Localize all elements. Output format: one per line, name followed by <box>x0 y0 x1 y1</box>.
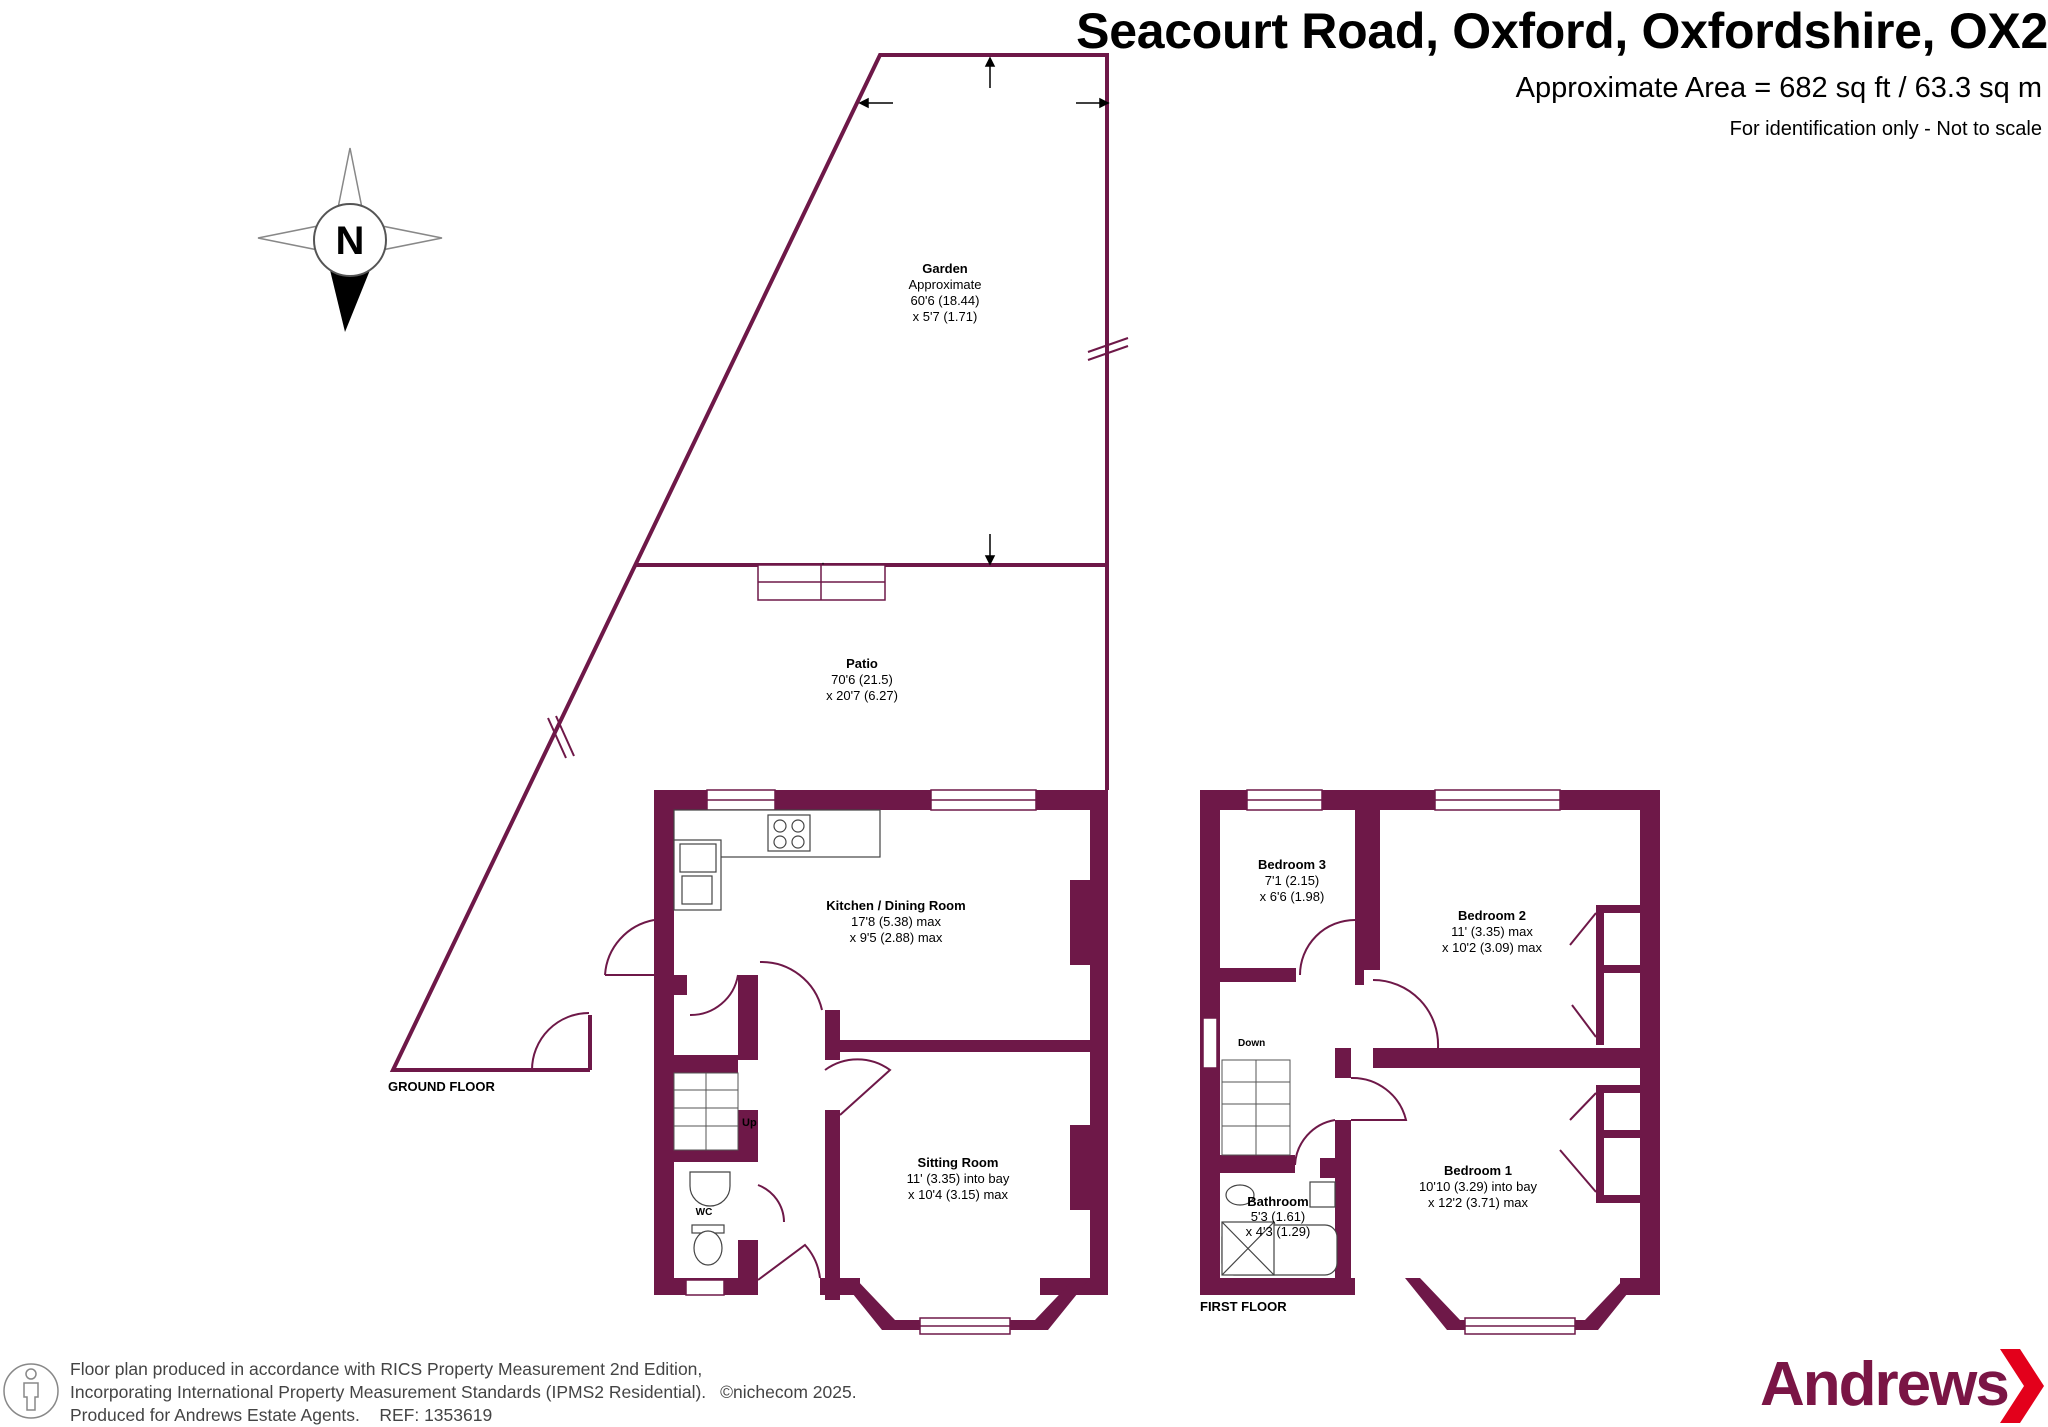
svg-text:x 10'2 (3.09) max: x 10'2 (3.09) max <box>1442 940 1543 955</box>
room-label-bedroom3: Bedroom 3 7'1 (2.15) x 6'6 (1.98) <box>1258 857 1326 904</box>
page-title: Seacourt Road, Oxford, Oxfordshire, OX2 <box>1076 3 2048 59</box>
svg-text:70'6 (21.5): 70'6 (21.5) <box>831 672 893 687</box>
room-label-kitchen: Kitchen / Dining Room 17'8 (5.38) max x … <box>826 898 965 945</box>
room-label-bathroom: Bathroom 5'3 (1.61) x 4'3 (1.29) <box>1246 1194 1311 1239</box>
room-label-garden: Garden Approximate 60'6 (18.44) x 5'7 (1… <box>909 261 982 324</box>
external-door <box>531 1012 590 1071</box>
person-icon <box>3 1363 59 1419</box>
svg-text:Sitting Room: Sitting Room <box>918 1155 999 1170</box>
brand-logo: Andrews <box>1760 1345 2048 1427</box>
bathroom-fittings <box>1221 1181 1338 1276</box>
svg-text:Bedroom 3: Bedroom 3 <box>1258 857 1326 872</box>
kitchen-fittings <box>673 809 881 911</box>
ground-floor-label: GROUND FLOOR <box>388 1079 495 1094</box>
area-summary: Approximate Area = 682 sq ft / 63.3 sq m <box>1515 72 2042 104</box>
svg-text:x 5'7 (1.71): x 5'7 (1.71) <box>913 309 978 324</box>
svg-text:x 4'3 (1.29): x 4'3 (1.29) <box>1246 1224 1311 1239</box>
svg-text:5'3 (1.61): 5'3 (1.61) <box>1251 1209 1306 1224</box>
compass-icon: N <box>257 147 443 332</box>
brand-name: Andrews <box>1760 1350 2010 1419</box>
footer-line-1: Floor plan produced in accordance with R… <box>70 1359 703 1379</box>
svg-text:x 9'5 (2.88) max: x 9'5 (2.88) max <box>850 930 943 945</box>
footer-line-2: Incorporating International Property Mea… <box>70 1382 707 1402</box>
room-label-bedroom2: Bedroom 2 11' (3.35) max x 10'2 (3.09) m… <box>1442 908 1543 955</box>
svg-text:11' (3.35) max: 11' (3.35) max <box>1451 924 1533 939</box>
footer-line-2-row: Incorporating International Property Mea… <box>70 1381 857 1404</box>
svg-text:11' (3.35) into bay: 11' (3.35) into bay <box>907 1171 1010 1186</box>
svg-text:Bedroom 1: Bedroom 1 <box>1444 1163 1512 1178</box>
svg-text:60'6 (18.44): 60'6 (18.44) <box>911 293 980 308</box>
garden-outline <box>389 53 1109 1072</box>
room-label-sitting: Sitting Room 11' (3.35) into bay x 10'4 … <box>907 1155 1010 1202</box>
svg-text:x 6'6 (1.98): x 6'6 (1.98) <box>1260 889 1325 904</box>
room-label-patio: Patio 70'6 (21.5) x 20'7 (6.27) <box>826 656 898 703</box>
svg-text:Kitchen / Dining Room: Kitchen / Dining Room <box>826 898 965 913</box>
room-label-bedroom1: Bedroom 1 10'10 (3.29) into bay x 12'2 (… <box>1419 1163 1538 1210</box>
compass-label: N <box>336 219 365 263</box>
first-floor-windows <box>1202 789 1576 1335</box>
room-label-wc: WC <box>696 1207 713 1218</box>
svg-text:Garden: Garden <box>922 261 968 276</box>
chevron-right-icon <box>2000 1349 2044 1423</box>
svg-text:17'8 (5.38) max: 17'8 (5.38) max <box>851 914 941 929</box>
stairs-up-label: Up <box>742 1117 757 1129</box>
ground-floor-windows <box>685 789 1037 1335</box>
first-floor-stairs <box>1221 1059 1291 1156</box>
svg-text:Bathroom: Bathroom <box>1247 1194 1308 1209</box>
first-floor-doors <box>1294 912 1597 1193</box>
patio-door <box>757 564 886 601</box>
first-floor-bay <box>1419 1289 1626 1323</box>
svg-text:7'1 (2.15): 7'1 (2.15) <box>1265 873 1320 888</box>
svg-text:x 12'2 (3.71) max: x 12'2 (3.71) max <box>1428 1195 1529 1210</box>
break-marks <box>547 337 1129 759</box>
svg-text:10'10 (3.29) into bay: 10'10 (3.29) into bay <box>1419 1179 1538 1194</box>
ground-floor-doors <box>604 919 892 1281</box>
stairs <box>673 1072 739 1151</box>
disclaimer: For identification only - Not to scale <box>1729 118 2042 140</box>
footer-credits: Floor plan produced in accordance with R… <box>70 1358 857 1427</box>
first-floor-label: FIRST FLOOR <box>1200 1299 1287 1314</box>
wc-fittings <box>689 1171 731 1266</box>
bay-windows <box>854 1289 1076 1323</box>
svg-text:x 20'7 (6.27): x 20'7 (6.27) <box>826 688 898 703</box>
svg-text:Approximate: Approximate <box>909 277 982 292</box>
footer-line-3: Produced for Andrews Estate Agents. REF:… <box>70 1405 493 1425</box>
svg-text:Bedroom 2: Bedroom 2 <box>1458 908 1526 923</box>
svg-text:x 10'4 (3.15) max: x 10'4 (3.15) max <box>908 1187 1009 1202</box>
stairs-down-label: Down <box>1238 1038 1265 1049</box>
svg-text:Patio: Patio <box>846 656 878 671</box>
footer-copyright: ©nichecom 2025. <box>720 1382 857 1402</box>
